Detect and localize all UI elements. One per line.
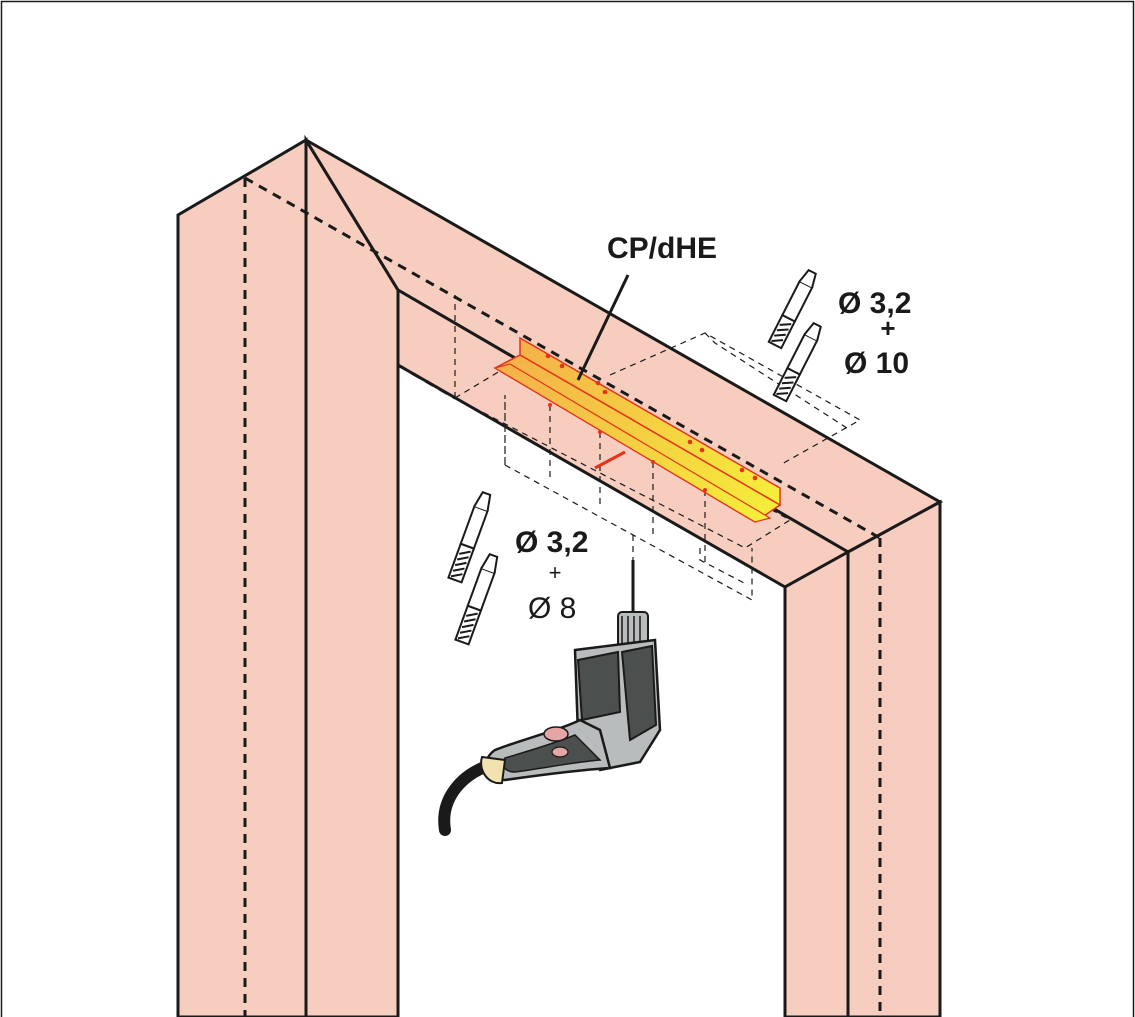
guide-right-vertical	[699, 548, 749, 586]
drill-side-panel	[620, 644, 658, 742]
bracket-holes	[545, 353, 758, 492]
template-box-lower	[504, 464, 753, 602]
right-post-front	[846, 499, 942, 1017]
drill-trigger	[543, 726, 569, 742]
bracket-edge	[493, 363, 772, 523]
left-post-front	[176, 137, 308, 1017]
screw-and-plug-icon	[772, 321, 822, 403]
hidden-soffit-edge	[397, 363, 456, 400]
hidden-head-back-edge	[244, 176, 881, 540]
hidden-edges	[243, 176, 882, 1017]
drill-grip	[502, 734, 602, 773]
drill-housing	[576, 650, 622, 722]
right-post-side	[783, 549, 850, 1017]
template-box-upper-inner	[704, 332, 851, 431]
bottom-plug-diameter: Ø 8	[528, 592, 576, 625]
top-screw-diameter: Ø 3,2	[838, 287, 911, 320]
power-drill-icon	[438, 560, 662, 836]
bracket-marker	[594, 450, 626, 470]
bottom-plus: +	[549, 560, 562, 585]
screw-and-plug-icon	[447, 490, 492, 584]
bottom-screw-diameter: Ø 3,2	[515, 526, 588, 559]
screw-and-plug-icon	[767, 268, 817, 350]
top-plug-diameter: Ø 10	[844, 347, 909, 380]
part-leader-line	[576, 274, 630, 381]
drill-cable	[438, 759, 496, 836]
top-plus: +	[880, 313, 895, 343]
screw-and-plug-icon	[454, 552, 499, 646]
part-label: CP/dHE	[607, 232, 717, 265]
left-post-side	[304, 134, 400, 1017]
drill-switch	[551, 746, 569, 758]
door-frame	[176, 134, 944, 1017]
drill-handle-end	[480, 755, 507, 785]
chuck-ridges	[621, 616, 641, 644]
bracket-cp-dhe	[493, 336, 782, 523]
